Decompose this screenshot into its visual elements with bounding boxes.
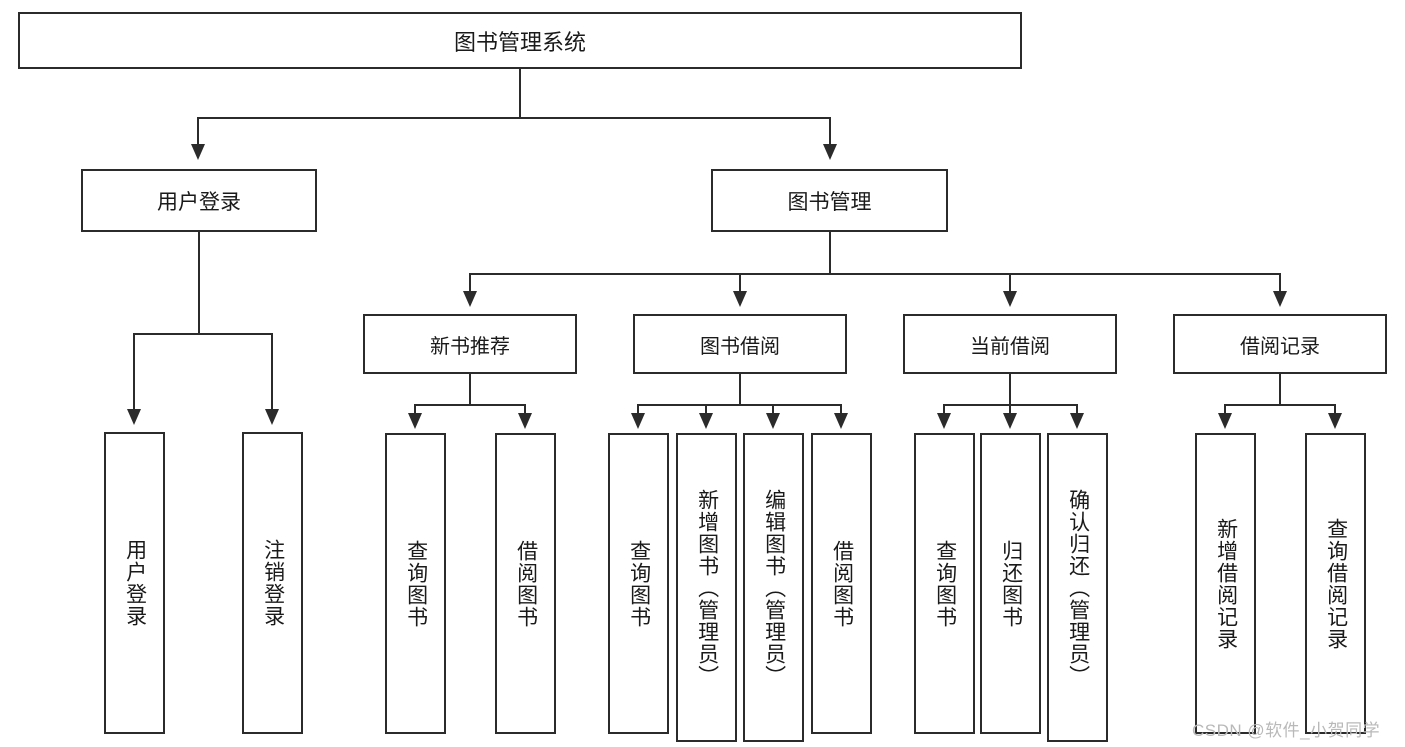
node-label: 查询图书 xyxy=(627,539,651,628)
leaf-book-borrow-edit-book-admin[interactable]: 编辑图书（管理员） xyxy=(743,433,804,742)
connector-book-borrow-to-leaf-1 xyxy=(637,404,639,414)
leaf-new-book-borrow-books[interactable]: 借阅图书 xyxy=(495,433,556,734)
node-label: 新书推荐 xyxy=(430,335,510,358)
connector-current-borrow-to-leaf-2 xyxy=(1009,404,1011,414)
connector-root-to-book-management xyxy=(829,117,831,144)
leaf-new-book-query-books[interactable]: 查询图书 xyxy=(385,433,446,734)
connector-current-borrow-to-leaf-1 xyxy=(943,404,945,414)
node-label: 确认归还（管理员） xyxy=(1066,488,1090,687)
leaf-borrow-records-query-record[interactable]: 查询借阅记录 xyxy=(1305,433,1366,734)
node-user-login[interactable]: 用户登录 xyxy=(81,169,317,232)
connector-book-borrow-stem xyxy=(739,374,741,405)
leaf-current-borrow-confirm-return-admin[interactable]: 确认归还（管理员） xyxy=(1047,433,1108,742)
node-label: 新增借阅记录 xyxy=(1214,517,1238,650)
connector-current-borrow-stem xyxy=(1009,374,1011,405)
connector-bm-to-book-borrow xyxy=(739,273,741,291)
watermark-text: CSDN @软件_小贺同学 xyxy=(1192,721,1381,740)
connector-borrow-records-to-leaf-2 xyxy=(1334,404,1336,414)
node-label: 借阅图书 xyxy=(830,539,854,628)
arrow-down-icon xyxy=(463,291,477,307)
connector-book-borrow-to-leaf-4 xyxy=(840,404,842,414)
node-label: 编辑图书（管理员） xyxy=(762,488,786,687)
connector-root-bar xyxy=(197,117,831,119)
arrow-down-icon xyxy=(766,413,780,429)
node-label: 图书管理系统 xyxy=(453,29,586,55)
arrow-down-icon xyxy=(834,413,848,429)
node-label: 借阅记录 xyxy=(1240,335,1320,358)
node-label: 图书借阅 xyxy=(700,335,780,358)
node-book-borrow[interactable]: 图书借阅 xyxy=(633,314,847,374)
arrow-down-icon xyxy=(1070,413,1084,429)
node-label: 注销登录 xyxy=(261,539,285,627)
leaf-book-borrow-borrow-books[interactable]: 借阅图书 xyxy=(811,433,872,734)
arrow-down-icon xyxy=(937,413,951,429)
node-new-book-recommend[interactable]: 新书推荐 xyxy=(363,314,577,374)
connector-new-book-stem xyxy=(469,374,471,405)
node-current-borrow[interactable]: 当前借阅 xyxy=(903,314,1117,374)
node-label: 新增图书（管理员） xyxy=(695,488,719,687)
leaf-user-login-login[interactable]: 用户登录 xyxy=(104,432,165,734)
connector-user-login-bar xyxy=(133,333,272,335)
connector-user-login-stem xyxy=(198,232,200,334)
leaf-current-borrow-return-books[interactable]: 归还图书 xyxy=(980,433,1041,734)
leaf-book-borrow-add-book-admin[interactable]: 新增图书（管理员） xyxy=(676,433,737,742)
connector-book-management-stem xyxy=(829,232,831,274)
arrow-down-icon xyxy=(699,413,713,429)
node-book-management[interactable]: 图书管理 xyxy=(711,169,948,232)
connector-root-to-user-login xyxy=(197,117,199,144)
node-root-book-management-system[interactable]: 图书管理系统 xyxy=(18,12,1022,69)
arrow-down-icon xyxy=(265,409,279,425)
node-label: 当前借阅 xyxy=(970,335,1050,358)
node-borrow-records[interactable]: 借阅记录 xyxy=(1173,314,1387,374)
leaf-current-borrow-query-books[interactable]: 查询图书 xyxy=(914,433,975,734)
connector-new-book-bar xyxy=(414,404,526,406)
arrow-down-icon xyxy=(1273,291,1287,307)
node-label: 查询图书 xyxy=(404,539,428,628)
connector-borrow-records-to-leaf-1 xyxy=(1224,404,1226,414)
node-label: 图书管理 xyxy=(787,190,872,214)
arrow-down-icon xyxy=(1218,413,1232,429)
connector-new-book-to-leaf-2 xyxy=(524,404,526,414)
connector-root-stem xyxy=(519,69,521,118)
leaf-book-borrow-query-books[interactable]: 查询图书 xyxy=(608,433,669,734)
arrow-down-icon xyxy=(823,144,837,160)
arrow-down-icon xyxy=(408,413,422,429)
connector-book-borrow-to-leaf-2 xyxy=(705,404,707,414)
arrow-down-icon xyxy=(191,144,205,160)
node-label: 查询借阅记录 xyxy=(1324,517,1348,650)
arrow-down-icon xyxy=(1328,413,1342,429)
arrow-down-icon xyxy=(1003,291,1017,307)
connector-book-borrow-to-leaf-3 xyxy=(772,404,774,414)
connector-borrow-records-stem xyxy=(1279,374,1281,405)
connector-bm-to-current-borrow xyxy=(1009,273,1011,291)
connector-current-borrow-to-leaf-3 xyxy=(1076,404,1078,414)
arrow-down-icon xyxy=(631,413,645,429)
connector-bm-to-new-book xyxy=(469,273,471,291)
node-label: 用户登录 xyxy=(157,190,241,214)
node-label: 借阅图书 xyxy=(514,539,538,628)
node-label: 用户登录 xyxy=(123,539,147,627)
leaf-borrow-records-add-record[interactable]: 新增借阅记录 xyxy=(1195,433,1256,734)
node-label: 查询图书 xyxy=(933,539,957,628)
arrow-down-icon xyxy=(127,409,141,425)
leaf-user-login-logout[interactable]: 注销登录 xyxy=(242,432,303,734)
connector-borrow-records-bar xyxy=(1224,404,1336,406)
arrow-down-icon xyxy=(518,413,532,429)
arrow-down-icon xyxy=(1003,413,1017,429)
connector-user-login-to-leaf-1 xyxy=(133,333,135,409)
connector-bm-to-borrow-records xyxy=(1279,273,1281,291)
connector-user-login-to-leaf-2 xyxy=(271,333,273,409)
connector-new-book-to-leaf-1 xyxy=(414,404,416,414)
connector-book-management-bar xyxy=(469,273,1281,275)
arrow-down-icon xyxy=(733,291,747,307)
node-label: 归还图书 xyxy=(999,539,1023,628)
connector-book-borrow-bar xyxy=(637,404,841,406)
